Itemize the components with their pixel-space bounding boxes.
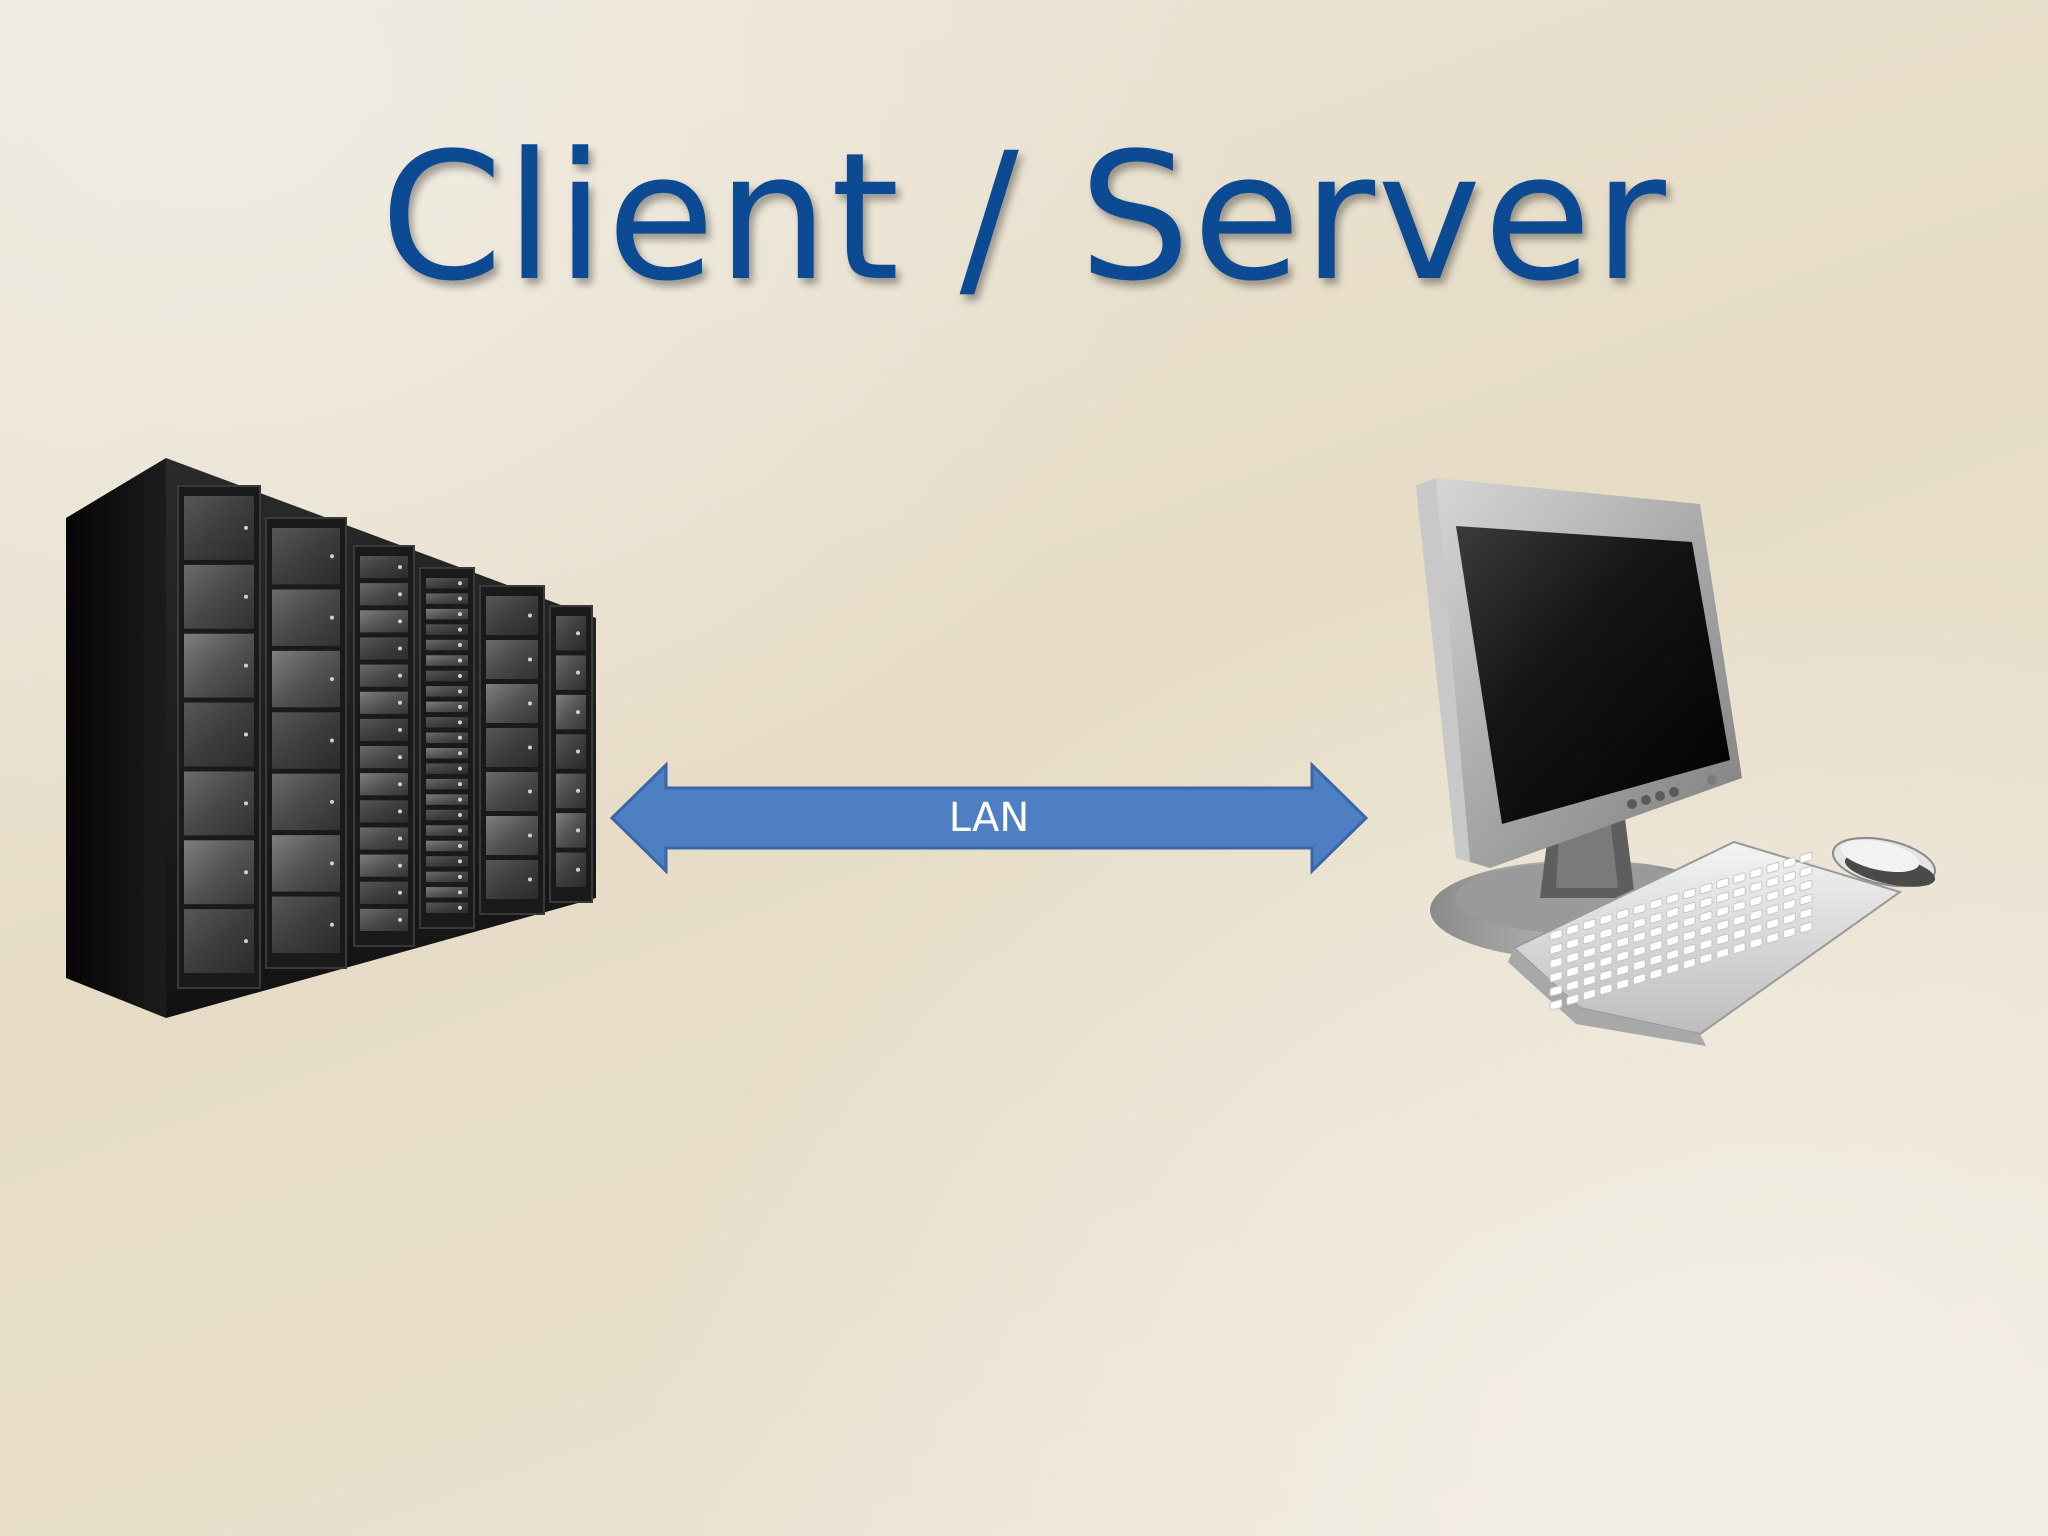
double-arrow-shape — [609, 762, 1369, 874]
lan-label: LAN — [948, 795, 1030, 841]
lan-link: LAN — [608, 762, 1370, 874]
desktop-computer-icon — [1410, 478, 1950, 1058]
double-arrow-icon — [609, 762, 1369, 874]
slide-title: Client / Server — [380, 115, 1668, 320]
server-rack-icon — [66, 458, 606, 1038]
